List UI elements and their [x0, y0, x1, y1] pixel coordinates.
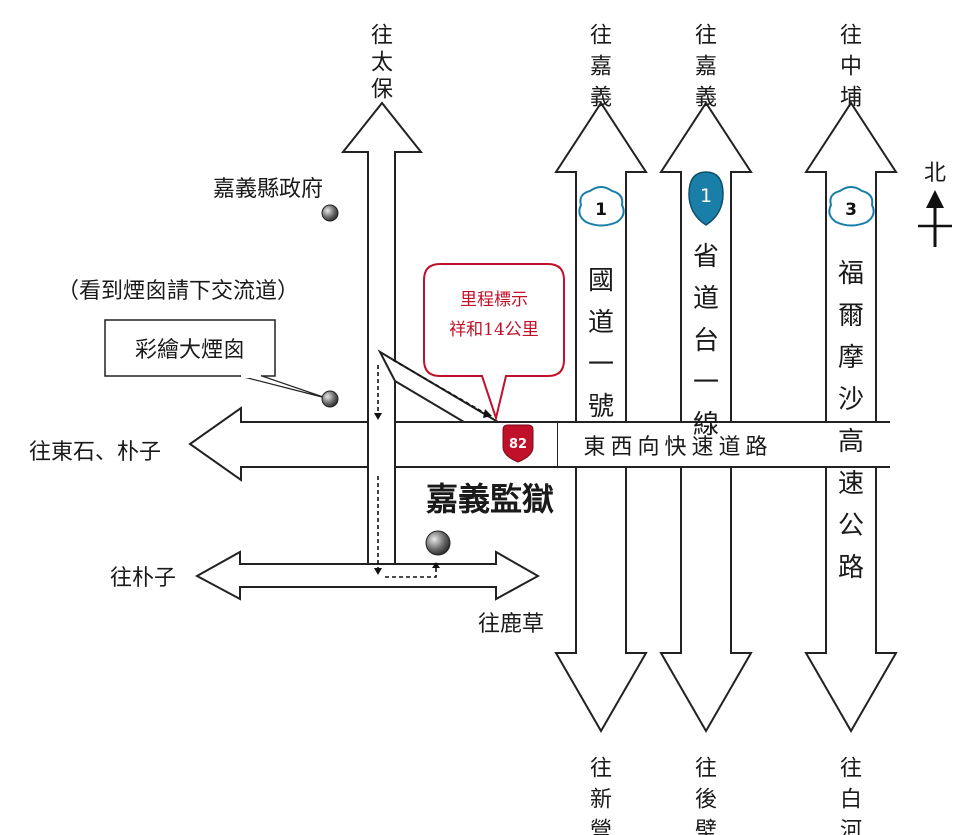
county-gov-marker — [321, 204, 339, 222]
route-arrowhead-1 — [374, 413, 382, 420]
freeway1-shield: 1 — [578, 186, 625, 227]
freeway3-label: 福爾摩沙高速公路 — [838, 259, 864, 583]
north-label: 北 — [924, 161, 946, 186]
freeway3-road — [804, 101, 898, 734]
road-network — [188, 101, 898, 734]
chimney-hint-label: （看到煙囪請下交流道） — [57, 279, 299, 304]
dest-puzi: 往朴子 — [110, 566, 176, 591]
milestone-line2: 祥和14公里 — [449, 320, 539, 340]
route-arrowhead-2 — [374, 568, 382, 575]
dest-lucao: 往鹿草 — [478, 612, 544, 637]
north-arrow-head — [926, 190, 944, 208]
route-82-number: 82 — [509, 437, 527, 452]
expressway-label: 東西向快速道路 — [583, 435, 772, 460]
chimney-marker — [321, 390, 339, 408]
north-arrow: 北 — [918, 161, 952, 247]
route-dash-east — [385, 567, 437, 578]
route-82-shield: 82 — [502, 424, 534, 463]
freeway1-label: 國道一號 — [588, 266, 614, 422]
dest-dongshi-puzi: 往東石、朴子 — [29, 440, 161, 465]
chimney-callout-box — [104, 319, 276, 377]
provincial1-label: 省道台一線 — [693, 242, 719, 440]
provincial1-shield: 1 — [688, 171, 724, 226]
milestone-line1: 里程標示 — [460, 290, 528, 310]
route-arrowheads — [374, 409, 492, 575]
route-arrowhead-4 — [483, 409, 492, 418]
provincial1-shield-number: 1 — [700, 185, 712, 207]
route-dash-ramp — [392, 359, 489, 416]
chimney-callout-label: 彩繪大煙囪 — [135, 338, 245, 363]
freeway1-road — [554, 101, 648, 734]
prison-label: 嘉義監獄 — [426, 480, 554, 518]
route-arrowhead-3 — [432, 562, 440, 568]
dest-taibao: 往太保 — [371, 24, 393, 103]
freeway1-shield-number: 1 — [595, 200, 607, 220]
dest-houbi: 往後壁 — [695, 757, 717, 835]
prison-marker — [425, 530, 451, 556]
milestone-callout-bubble — [423, 263, 565, 422]
provincial1-road — [659, 101, 753, 734]
chimney-callout: 彩繪大煙囪 — [104, 319, 327, 399]
freeway3-shield: 3 — [828, 186, 875, 227]
freeway3-shield-number: 3 — [845, 200, 857, 220]
chimney-callout-pointer-mask — [241, 374, 261, 378]
dest-chiayi-b: 往嘉義 — [695, 24, 717, 111]
taibao-road — [340, 101, 424, 574]
chimney-callout-pointer — [239, 375, 327, 399]
puzi-lucao-road — [194, 550, 541, 601]
dest-zhongpu: 往中埔 — [840, 24, 862, 111]
dest-baihe: 往白河 — [840, 757, 862, 835]
dest-xinying: 往新營 — [590, 757, 612, 835]
county-gov-label: 嘉義縣政府 — [213, 177, 323, 202]
dest-chiayi-a: 往嘉義 — [590, 24, 612, 111]
expressway-strip — [558, 423, 890, 466]
route-dashes — [377, 359, 489, 578]
